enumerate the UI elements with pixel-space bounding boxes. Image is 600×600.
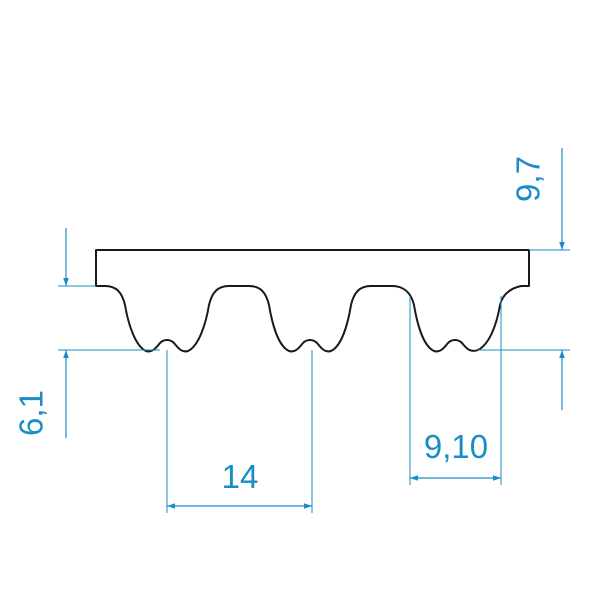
tooth-width-label: 9,10 xyxy=(424,428,488,465)
tooth-width-dimension: 9,10 xyxy=(409,296,502,485)
thickness-dimension: 6,1 xyxy=(13,228,160,438)
total-height-dimension: 9,7 xyxy=(478,148,570,410)
belt-profile-outline xyxy=(95,249,530,353)
pitch-label: 14 xyxy=(222,458,259,495)
thickness-label: 6,1 xyxy=(13,390,50,436)
pitch-dimension: 14 xyxy=(166,350,313,513)
total-height-label: 9,7 xyxy=(510,156,547,202)
